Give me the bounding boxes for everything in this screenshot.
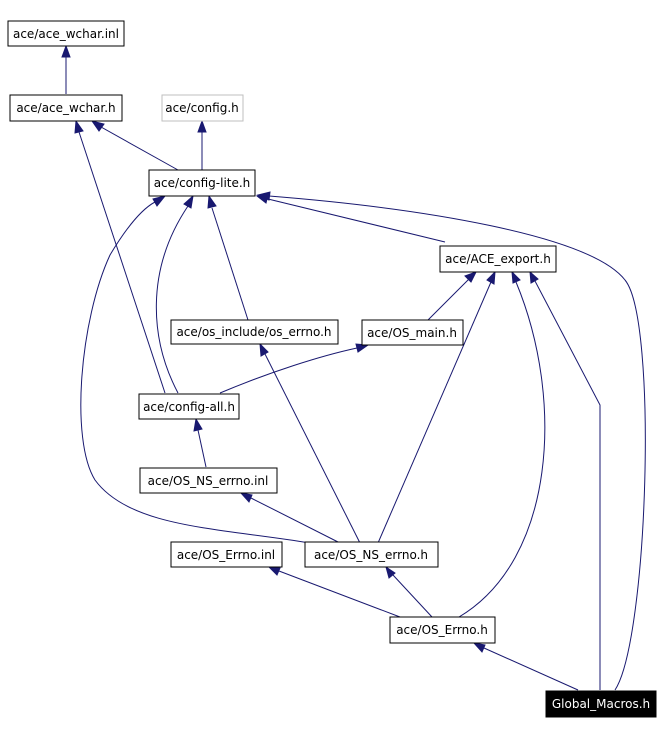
edge-os-ns-errno-h-to-os-include-errno <box>264 353 361 544</box>
node-label: ace/OS_NS_errno.h <box>314 548 428 562</box>
edge-os-ns-errno-h-to-ace-export <box>377 281 492 544</box>
node-label: ace/OS_main.h <box>367 326 457 340</box>
node-label: ace/config-lite.h <box>154 176 251 190</box>
edge-config-all-to-ace-wchar-h <box>78 131 166 394</box>
node-config-h[interactable]: ace/config.h <box>161 94 244 122</box>
node-os-errno-inl[interactable]: ace/OS_Errno.inl <box>170 541 283 568</box>
arrowhead <box>259 342 269 357</box>
edge-os-ns-errno-h-to-config-lite <box>80 201 311 544</box>
node-label: ace/config.h <box>165 101 239 115</box>
arrowhead <box>486 270 496 285</box>
nodes: ace/ace_wchar.inl ace/ace_wchar.h ace/co… <box>7 20 657 718</box>
node-label: ace/config-all.h <box>143 400 235 414</box>
node-os-include-errno-h[interactable]: ace/os_include/os_errno.h <box>170 319 339 345</box>
arrowhead <box>90 120 105 132</box>
edges <box>61 44 646 691</box>
arrowhead <box>267 566 281 576</box>
node-label: ace/ace_wchar.h <box>16 101 115 115</box>
node-ace-export-h[interactable]: ace/ACE_export.h <box>439 245 557 273</box>
edge-os-errno-h-to-os-ns-errno-h <box>392 574 433 618</box>
edge-global-macros-to-config-lite <box>268 195 646 691</box>
arrowhead <box>197 119 207 133</box>
node-os-ns-errno-inl[interactable]: ace/OS_NS_errno.inl <box>139 467 278 494</box>
node-ace-wchar-h[interactable]: ace/ace_wchar.h <box>9 94 123 122</box>
node-label: ace/ACE_export.h <box>445 252 551 266</box>
edge-os-main-to-ace-export <box>427 278 470 321</box>
node-label: ace/ace_wchar.inl <box>13 27 119 41</box>
arrowhead <box>74 119 84 134</box>
arrowhead <box>529 270 539 284</box>
edge-global-macros-to-ace-export <box>534 280 601 690</box>
arrowhead <box>256 191 271 201</box>
edge-config-all-to-config-lite <box>155 205 189 394</box>
node-os-errno-h[interactable]: ace/OS_Errno.h <box>389 616 496 644</box>
node-os-ns-errno-h[interactable]: ace/OS_NS_errno.h <box>304 541 439 568</box>
node-ace-wchar-inl[interactable]: ace/ace_wchar.inl <box>7 20 125 47</box>
arrowhead <box>464 271 478 283</box>
arrowhead <box>385 565 396 579</box>
node-label: Global_Macros.h <box>552 697 650 711</box>
edge-os-errno-h-to-os-errno-inl <box>278 570 401 618</box>
edge-ace-export-to-config-lite <box>267 198 446 243</box>
node-os-main-h[interactable]: ace/OS_main.h <box>361 319 464 346</box>
edge-config-all-to-os-main <box>219 347 358 394</box>
edge-global-macros-to-os-errno-h <box>483 647 579 691</box>
node-label: ace/OS_NS_errno.inl <box>148 474 269 488</box>
arrowhead <box>193 417 203 432</box>
arrowhead <box>472 642 486 653</box>
node-label: ace/OS_Errno.h <box>396 623 488 637</box>
arrowhead <box>511 270 521 284</box>
arrowhead <box>61 44 71 58</box>
node-label: ace/OS_Errno.inl <box>177 548 275 562</box>
arrowhead <box>152 195 167 207</box>
arrowhead <box>239 492 253 503</box>
edge-config-lite-to-ace-wchar-h <box>100 126 179 171</box>
edge-os-ns-errno-inl-to-config-all <box>197 429 207 468</box>
edge-os-ns-errno-h-to-os-ns-errno-inl <box>250 497 341 544</box>
edge-os-include-errno-to-config-lite <box>211 207 249 321</box>
node-config-lite-h[interactable]: ace/config-lite.h <box>148 169 256 197</box>
node-global-macros-h[interactable]: Global_Macros.h <box>545 690 657 718</box>
arrowhead <box>207 194 217 209</box>
node-config-all-h[interactable]: ace/config-all.h <box>138 393 240 420</box>
edge-os-errno-h-to-ace-export <box>458 281 546 618</box>
arrowhead <box>183 194 194 209</box>
node-label: ace/os_include/os_errno.h <box>176 325 331 339</box>
